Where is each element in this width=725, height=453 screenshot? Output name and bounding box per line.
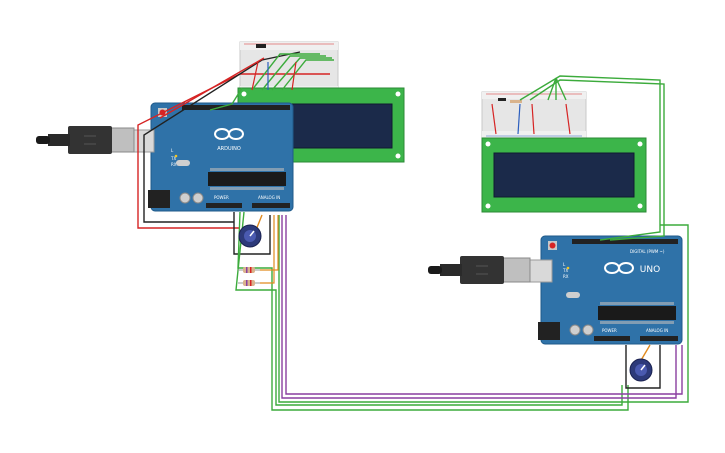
left-local-wires [137,51,334,291]
right-arduino-rx: RX [563,274,569,279]
infinity-logo-icon [604,262,634,274]
wire-green-left-lcd-3[interactable] [271,57,332,91]
wire-red-left-power[interactable] [137,73,330,229]
left-potentiometer[interactable] [238,224,262,248]
right-arduino-l: L [563,262,566,267]
left-arduino-analog: ANALOG IN [258,195,280,200]
left-usb-cable[interactable] [36,126,135,154]
right-potentiometer[interactable] [629,358,653,382]
right-arduino-digital: DIGITAL (PWM ~) [630,249,665,254]
right-arduino-power: POWER [602,328,617,333]
right-reset-button[interactable] [549,242,556,249]
wire-black-left-gnd[interactable] [143,51,301,223]
wire-red-left-top[interactable] [159,57,265,119]
right-breadboard [481,91,587,139]
right-arduino-brand: UNO [640,265,660,275]
wire-green-link-3[interactable] [278,215,689,403]
right-local-wires [491,75,665,389]
right-arduino-tx: TX [562,268,568,273]
left-switch[interactable] [256,44,266,48]
left-arduino-brand: ARDUINO [217,146,241,152]
wire-black-right-pot[interactable] [625,345,661,389]
left-arduino[interactable]: ARDUINO TX RX L POWER ANALOG IN [131,102,294,212]
wire-purple-link-1[interactable] [281,215,677,399]
wire-green-right-lcd-2[interactable] [529,79,665,241]
right-lcd[interactable] [481,137,647,213]
wire-green-right-lcd-bus[interactable] [519,75,661,241]
wire-green-left-lcd-1[interactable] [251,53,320,91]
right-arduino-analog: ANALOG IN [646,328,668,333]
wire-green-left-lcd-4[interactable] [281,59,334,91]
wire-green-right-lcd-5[interactable] [555,77,567,101]
inter-board-wires [240,215,689,411]
left-arduino-tx: TX [170,156,176,161]
right-breadboard-resistor[interactable] [510,100,522,103]
wire-green-left-lcd-5[interactable] [209,87,243,111]
wire-black-left-pot[interactable] [233,212,271,255]
left-resistor-1[interactable] [238,267,260,273]
infinity-logo-icon [214,128,244,140]
left-arduino-l: L [171,148,174,153]
right-switch[interactable] [498,98,506,101]
wire-purple-link-2[interactable] [285,215,683,395]
left-arduino-power: POWER [214,195,229,200]
wire-green-left-lcd-2[interactable] [261,55,326,91]
right-arduino[interactable]: UNO DIGITAL (PWM ~) TX RX L POWER ANALOG… [527,235,683,345]
left-arduino-rx: RX [171,162,177,167]
left-resistor-2[interactable] [238,280,260,286]
wire-green-right-lcd-3[interactable] [547,77,557,101]
right-usb-cable[interactable] [428,256,531,284]
